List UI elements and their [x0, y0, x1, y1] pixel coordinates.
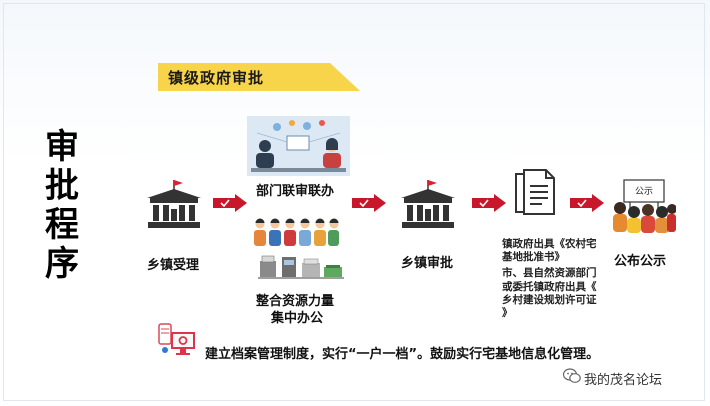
step-resources-line1: 整合资源力量	[256, 294, 335, 309]
joint-review-illustration	[247, 116, 350, 176]
banner-text: 镇级政府审批	[168, 69, 265, 87]
step-issue-line1: 镇政府出具《农村宅	[502, 238, 597, 250]
office-equipment-icon	[258, 255, 344, 279]
slide-border	[3, 3, 705, 401]
step-approve-label: 乡镇审批	[401, 256, 454, 271]
step-issue-line3: 市、县自然资源部门	[502, 267, 597, 279]
step-accept-label: 乡镇受理	[147, 258, 200, 273]
process-title: 审批程序	[45, 127, 79, 284]
step-publicize-label: 公布公示	[614, 254, 667, 269]
step-resources-line2: 集中办公	[271, 311, 324, 326]
computer-file-management-icon	[158, 323, 195, 355]
banner-shape	[158, 63, 360, 91]
arrow-1	[213, 194, 247, 212]
notice-sign-text: 公示	[635, 187, 654, 197]
public-notice-illustration: 公示	[612, 178, 676, 234]
staff-group-icon	[254, 218, 339, 246]
arrow-3	[472, 194, 506, 212]
step-issue-line5: 乡村建设规划许可证	[502, 294, 597, 306]
government-building-icon	[401, 180, 455, 228]
arrow-2	[352, 194, 386, 212]
wechat-icon	[563, 368, 581, 383]
arrow-4	[570, 194, 604, 212]
notice-board-graphic	[613, 179, 676, 233]
document-icon	[515, 169, 555, 215]
bottom-note: 建立档案管理制度，实行“一户一档”。鼓励实行宅基地信息化管理。	[205, 347, 600, 362]
watermark-text: 我的茂名论坛	[584, 373, 663, 388]
banner: 镇级政府审批	[158, 63, 360, 91]
step-joint-label: 部门联审联办	[256, 184, 335, 199]
step-issue-line2: 基地批准书》	[502, 251, 565, 263]
step-issue-line4: 或委托镇政府出具《	[502, 281, 597, 293]
government-building-icon	[147, 180, 201, 228]
step-issue-line6: 》	[502, 307, 513, 319]
